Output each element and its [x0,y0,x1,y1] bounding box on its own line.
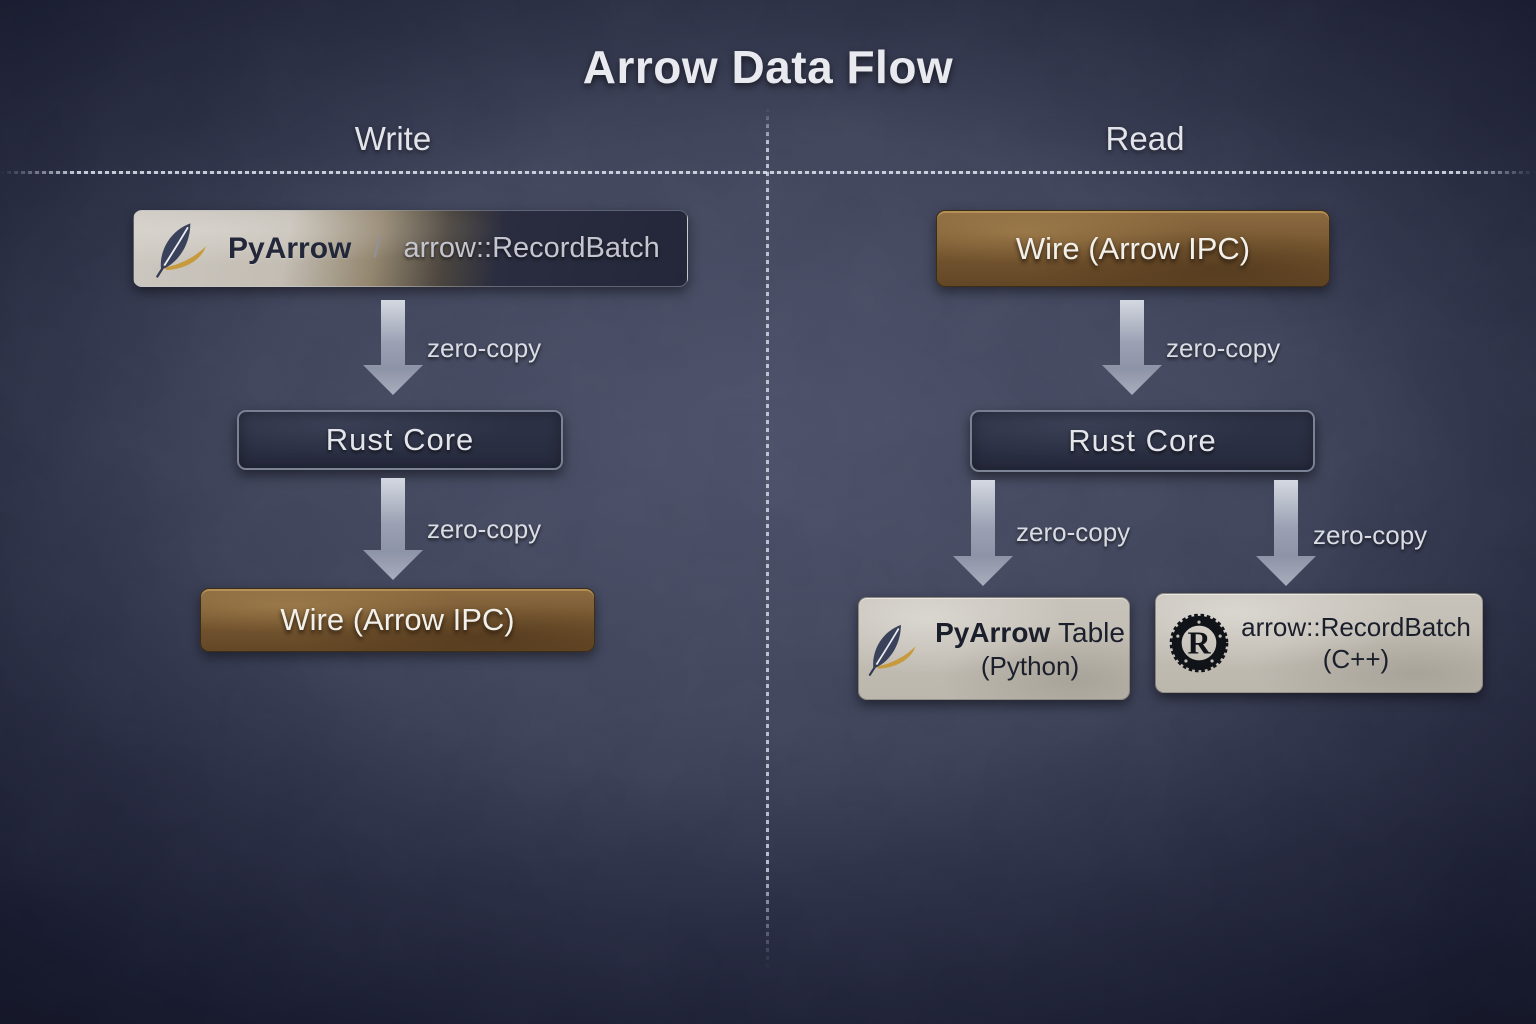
source-type-label: arrow::RecordBatch [403,232,660,264]
pyarrow-table-text: PyArrow Table (Python) [935,615,1125,683]
page-title: Arrow Data Flow [582,41,954,93]
down-arrow-icon [363,478,423,580]
write-source-box: PyArrow / arrow::RecordBatch [133,210,688,287]
column-divider-line [766,108,769,970]
type-label: arrow::RecordBatch [1241,611,1471,642]
rust-gear-icon: R [1169,613,1229,673]
zero-copy-label: zero-copy [427,514,542,544]
zero-copy-label: zero-copy [1313,520,1428,550]
rust-core-label: Rust Core [1068,423,1217,458]
read-rust-core-box: Rust Core [970,410,1315,472]
source-product-label: PyArrow [228,231,352,265]
runtime-label: (C++) [1322,644,1390,674]
wire-label: Wire (Arrow IPC) [1015,230,1251,266]
rust-core-label: Rust Core [325,422,475,457]
source-separator: / [373,232,382,264]
pyarrow-feather-icon [868,624,916,676]
write-column-header: Write [354,120,432,157]
read-column-header: Read [1105,120,1185,157]
down-arrow-icon [363,300,423,395]
down-arrow-icon [953,480,1013,586]
down-arrow-icon [1256,480,1316,586]
zero-copy-label: zero-copy [1016,517,1131,547]
zero-copy-label: zero-copy [427,333,542,363]
down-arrow-icon [1102,300,1162,395]
write-rust-core-box: Rust Core [237,410,563,470]
read-wire-box: Wire (Arrow IPC) [936,210,1330,287]
recordbatch-cpp-text: arrow::RecordBatch (C++) [1241,611,1471,676]
pyarrow-table-box: PyArrow Table (Python) [858,597,1130,700]
pyarrow-feather-icon [156,222,206,278]
zero-copy-label: zero-copy [1166,333,1281,363]
recordbatch-cpp-box: R arrow::RecordBatch (C++) [1155,593,1483,693]
product-label: PyArrow [935,616,1051,648]
write-wire-box: Wire (Arrow IPC) [200,588,595,652]
rust-letter: R [1188,625,1212,661]
table-suffix-label: Table [1058,616,1125,648]
runtime-label: (Python) [980,650,1080,681]
wire-label: Wire (Arrow IPC) [280,602,515,637]
